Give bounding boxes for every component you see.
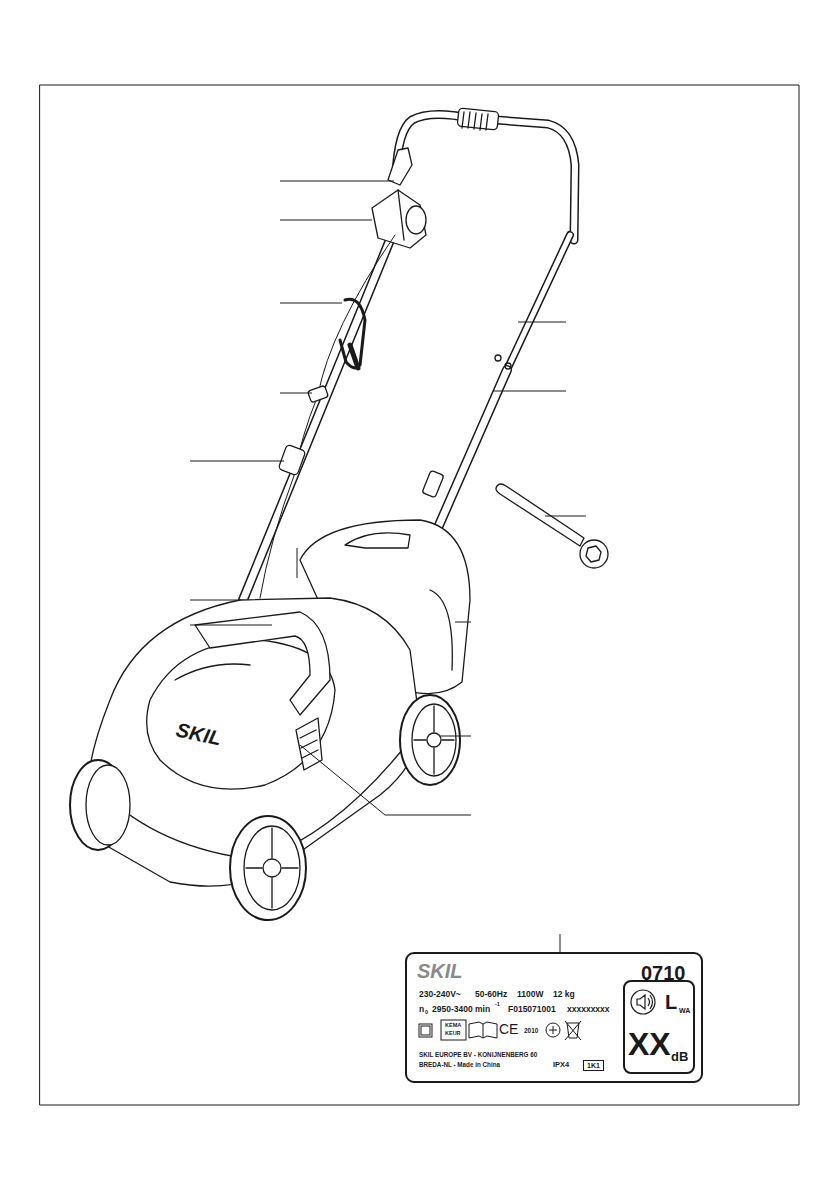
manufacturer-address: BREDA-NL - Made in China — [419, 1062, 500, 1068]
frequency: 50-60Hz — [475, 990, 507, 999]
plate-symbol — [631, 990, 655, 1014]
ce-mark: CE — [499, 1022, 518, 1036]
rating-plate: SKIL0710230-240V~50-60Hz1100W12 kgn02950… — [405, 952, 703, 1083]
plate-symbol — [637, 995, 653, 1009]
sound-level: XX — [628, 1028, 671, 1060]
ip-rating: IPX4 — [553, 1061, 569, 1069]
sound-unit: dB — [671, 1050, 688, 1063]
voltage: 230-240V~ — [419, 990, 461, 999]
plate-symbol — [419, 1024, 432, 1037]
plate-symbol — [421, 1026, 430, 1035]
part-number: F015071001 — [508, 1005, 556, 1014]
sound-symbol: L — [665, 992, 677, 1012]
plate-symbol — [469, 1022, 497, 1038]
speed: 2950-3400 min — [432, 1005, 490, 1014]
power: 1100W — [517, 990, 543, 999]
class-mark: 1K1 — [583, 1060, 604, 1071]
sound-power-box: LWA XXdB — [623, 980, 695, 1074]
serial-number: xxxxxxxxx — [567, 1005, 610, 1014]
plate-symbol — [441, 1020, 466, 1040]
speed-symbol: n — [419, 1005, 424, 1014]
speed-unit-exponent: -1 — [495, 1002, 500, 1008]
approval-mark: KEUR — [445, 1031, 461, 1037]
weight: 12 kg — [553, 990, 575, 999]
plate-symbol — [546, 1023, 560, 1037]
approval-mark: KEMA — [445, 1023, 461, 1029]
plate-symbol — [549, 1026, 557, 1034]
speed-subscript: 0 — [425, 1010, 428, 1016]
manufacturer: SKIL EUROPE BV - KONIJNENBERG 60 — [419, 1052, 537, 1058]
sound-subscript: WA — [679, 1007, 690, 1014]
plate-symbol — [565, 1021, 581, 1040]
year: 2010 — [524, 1028, 538, 1035]
brand-logo: SKIL — [417, 961, 463, 981]
